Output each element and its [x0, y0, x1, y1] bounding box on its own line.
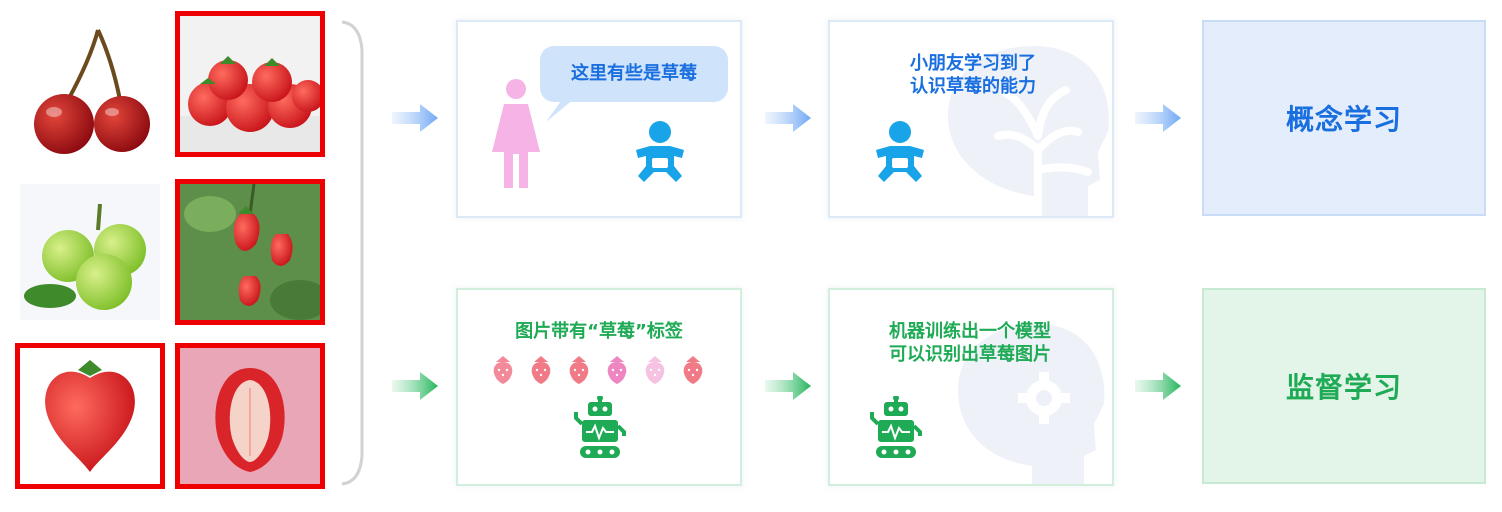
strawberry-icon — [531, 356, 551, 384]
photo-strawberry-half — [175, 343, 325, 489]
bracket-icon — [341, 20, 364, 486]
arrow-icon — [1135, 372, 1181, 400]
result-label: 监督学习 — [1285, 371, 1402, 404]
strawberry-icon — [645, 356, 665, 384]
head-tree-icon — [948, 46, 1109, 216]
photo-strawberry-heart — [15, 343, 165, 489]
arrow-icon — [765, 372, 811, 400]
arrow-icon — [765, 104, 811, 132]
strawberry-icon — [569, 356, 589, 384]
teaching-card: 这里有些是草莓 — [456, 20, 742, 218]
speech-bubble: 这里有些是草莓 — [540, 46, 728, 102]
robot-icon — [870, 396, 922, 458]
learned-card: 小朋友学习到了 认识草莓的能力 — [828, 20, 1114, 218]
result-concept-learning: 概念学习 — [1202, 20, 1486, 216]
model-line-2: 可以识别出草莓图片 — [889, 344, 1051, 365]
photo-strawberry-pile — [175, 11, 325, 157]
result-label: 概念学习 — [1285, 103, 1402, 136]
baby-icon — [876, 121, 924, 182]
woman-icon — [492, 79, 540, 188]
strawberry-icon — [683, 356, 703, 384]
learned-text: 小朋友学习到了 认识草莓的能力 — [888, 52, 1058, 98]
photo-green-grape — [20, 184, 160, 320]
baby-icon — [636, 121, 684, 182]
model-text: 机器训练出一个模型 可以识别出草莓图片 — [860, 320, 1080, 366]
strawberry-icon — [493, 356, 513, 384]
strawberry-row — [492, 356, 712, 386]
photo-cherry — [20, 20, 160, 156]
label-text: 图片带有“草莓”标签 — [515, 321, 683, 342]
head-gear-icon — [958, 324, 1105, 484]
labeled-data-card: 图片带有“草莓”标签 — [456, 288, 742, 486]
strawberry-icon — [607, 356, 627, 384]
arrow-icon — [392, 372, 438, 400]
model-line-1: 机器训练出一个模型 — [889, 321, 1051, 342]
bubble-tail — [546, 94, 580, 122]
model-card: 机器训练出一个模型 可以识别出草莓图片 — [828, 288, 1114, 486]
learned-line-2: 认识草莓的能力 — [910, 76, 1036, 97]
result-supervised-learning: 监督学习 — [1202, 288, 1486, 484]
learned-line-1: 小朋友学习到了 — [910, 53, 1036, 74]
robot-icon — [574, 396, 626, 458]
photo-strawberry-plant — [175, 179, 325, 325]
arrow-icon — [1135, 104, 1181, 132]
arrow-icon — [392, 104, 438, 132]
